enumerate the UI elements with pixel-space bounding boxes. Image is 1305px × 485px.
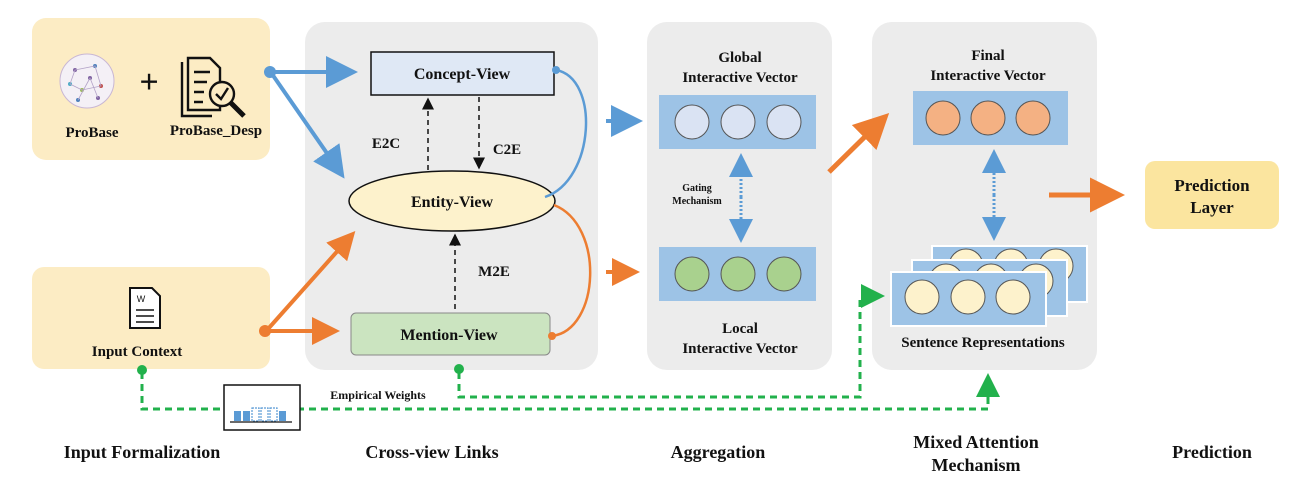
concept-entity-blue-curve [544,68,588,199]
stage-prediction: Prediction [1172,442,1252,462]
stage-cross-view-links: Cross-view Links [365,442,498,462]
prediction-layer-label-2: Layer [1190,198,1234,217]
global-vector-label-1: Global [718,50,761,66]
document-search-icon [180,56,246,118]
local-vector-unit [766,256,802,292]
global-vector-unit [674,104,710,140]
sentence-representations-label: Sentence Representations [901,335,1065,351]
empirical-weights-icon [223,384,301,431]
local-vector-unit [720,256,756,292]
local-vector-unit [674,256,710,292]
document-icon [129,287,161,329]
gating-label-2: Mechanism [672,196,722,207]
final-vector-unit [970,100,1006,136]
stage-mixed-attention-2: Mechanism [932,455,1021,475]
e2c-label: E2C [372,136,400,152]
c2e-label: C2E [493,142,521,158]
knowledge-source-box [32,18,270,160]
prediction-layer-label-1: Prediction [1174,176,1250,195]
global-vector-unit [720,104,756,140]
local-vector-label-2: Interactive Vector [682,341,798,357]
global-vector-label-2: Interactive Vector [682,70,798,86]
entity-mention-orange-curve [551,203,592,338]
final-vector-label-2: Interactive Vector [930,68,1046,84]
context-to-entity-arrow [266,231,356,331]
empirical-weights-label: Empirical Weights [330,388,426,402]
final-vector-unit [1015,100,1051,136]
entity-view-ellipse [348,170,556,232]
stage-mixed-attention-1: Mixed Attention [913,432,1039,452]
m2e-label: M2E [478,264,510,280]
probase-desp-label: ProBase_Desp [170,123,262,139]
plus-symbol: + [139,64,158,101]
sentence-representation-stack [890,245,1088,327]
probase-label: ProBase [65,125,118,141]
global-vector-unit [766,104,802,140]
probase-to-entity-arrow [270,72,345,179]
probase-logo-icon [59,53,115,109]
local-vector-label-1: Local [722,321,758,337]
prediction-layer-box [1145,161,1279,229]
aggregation-to-final-arrow [827,112,890,174]
document-icon-letter: W [137,294,146,304]
concept-view-box [370,51,555,96]
stage-aggregation: Aggregation [671,442,766,462]
entity-view-label: Entity-View [411,194,494,211]
gating-label-1: Gating [682,183,711,194]
concept-view-label: Concept-View [414,66,511,83]
mention-weights-path [457,284,885,399]
final-vector-unit [925,100,961,136]
input-context-label: Input Context [92,344,182,360]
stage-input-formalization: Input Formalization [64,442,221,462]
empirical-weights-path [140,372,1000,411]
mention-view-label: Mention-View [400,327,498,344]
final-vector-label-1: Final [971,48,1004,64]
